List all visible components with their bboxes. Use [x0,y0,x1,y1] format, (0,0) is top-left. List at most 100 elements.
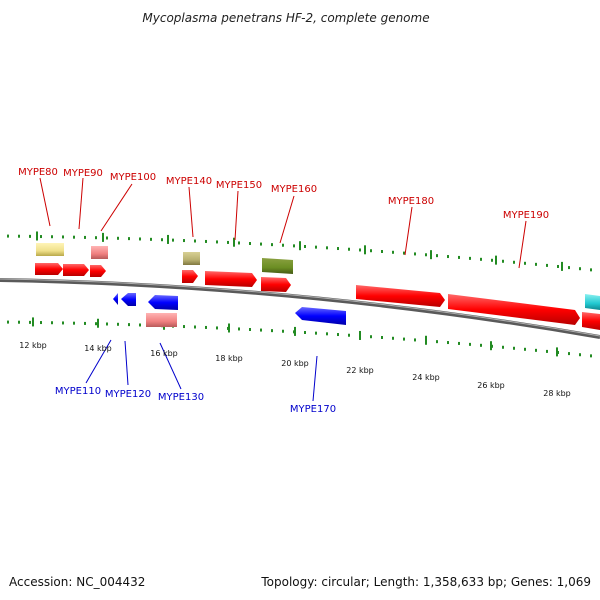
scale-dot [535,348,537,352]
leader-line [234,190,239,241]
scale-dot [326,332,328,336]
gene-arrow[interactable] [295,307,346,325]
scale-dot [436,340,438,344]
scale-dot [51,235,53,239]
leader-line [85,339,112,384]
scale-dot [216,326,218,330]
scale-dot [337,247,339,251]
scale-dot [381,249,383,253]
gene-label[interactable]: MYPE130 [158,392,204,403]
scale-dot [18,234,20,238]
scale-dot [480,257,482,261]
gene-label[interactable]: MYPE110 [55,386,101,397]
gene-arrow[interactable] [113,293,118,305]
scale-dot [205,325,207,329]
feature-box[interactable] [585,294,600,310]
scale-major-tick [32,317,34,327]
scale-dot [414,338,416,342]
gene-arrow[interactable] [90,265,106,277]
scale-dot [238,327,240,331]
gene-arrow[interactable] [35,263,63,275]
scale-dot [513,346,515,350]
scale-dot [304,244,306,248]
scale-dot [447,255,449,259]
feature-box[interactable] [146,313,177,327]
feature-box[interactable] [183,252,200,265]
scale-dot [502,345,504,349]
scale-dot [29,320,31,324]
scale-dot [579,267,581,271]
feature-box[interactable] [91,246,108,259]
gene-label[interactable]: MYPE120 [105,389,151,400]
scale-dot [227,240,229,244]
feature-box[interactable] [36,243,64,256]
scale-dot [40,235,42,239]
gene-arrow[interactable] [63,264,89,276]
forward-features [36,243,600,310]
feature-box[interactable] [262,258,293,274]
gene-arrow[interactable] [448,294,580,325]
gene-arrow[interactable] [205,271,257,287]
scale-dot [590,268,592,272]
scale-dot [458,255,460,259]
gene-arrow[interactable] [356,285,445,307]
gene-label[interactable]: MYPE80 [18,167,58,178]
scale-dot [7,234,9,238]
reverse-gene-labels [85,339,318,402]
forward-gene-labels [39,177,527,269]
scale-dot [293,244,295,248]
scale-dot [546,349,548,353]
scale-dot [139,323,141,327]
gene-arrow[interactable] [261,277,291,292]
scale-dot [194,239,196,243]
scale-dot [524,261,526,265]
gene-arrow[interactable] [182,270,198,283]
tick-label: 14 kbp [84,344,112,353]
gene-arrow[interactable] [582,312,600,330]
scale-dot [348,247,350,251]
leader-line [159,342,182,390]
leader-line [312,355,318,402]
scale-dot [73,235,75,239]
scale-dot [337,333,339,337]
gene-label[interactable]: MYPE100 [110,172,156,183]
tick-label: 18 kbp [215,354,243,363]
scale-major-tick [299,241,301,251]
scale-major-tick [490,341,492,351]
leader-line [39,177,51,227]
scale-dot [183,239,185,243]
scale-major-tick [364,245,366,255]
scale-major-tick [556,347,558,357]
scale-major-tick [167,234,169,244]
leader-line [78,177,84,230]
tick-label: 22 kbp [346,366,374,375]
gene-label[interactable]: MYPE170 [290,404,336,415]
gene-label[interactable]: MYPE180 [388,196,434,207]
gene-label[interactable]: MYPE140 [166,176,212,187]
scale-dot [381,335,383,339]
genome-summary-text: Topology: circular; Length: 1,358,633 bp… [260,575,591,589]
gene-arrow[interactable] [148,295,178,310]
forward-genes [35,263,600,330]
scale-dot [447,341,449,345]
tick-label: 28 kbp [543,389,571,398]
gene-label[interactable]: MYPE90 [63,168,103,179]
gene-arrow[interactable] [121,293,136,306]
scale-dot [359,248,361,252]
scale-dot [315,331,317,335]
gene-label[interactable]: MYPE160 [271,184,317,195]
scale-dot [370,249,372,253]
scale-dot [282,329,284,333]
gene-label[interactable]: MYPE190 [503,210,549,221]
scale-dot [73,321,75,325]
scale-dot [117,322,119,326]
gene-label[interactable]: MYPE150 [216,180,262,191]
scale-dot [172,238,174,242]
scale-dot [95,236,97,240]
scale-dot [513,260,515,264]
scale-dot [95,322,97,326]
scale-dot [29,234,31,238]
scale-dot [7,320,9,324]
scale-dot [106,236,108,240]
